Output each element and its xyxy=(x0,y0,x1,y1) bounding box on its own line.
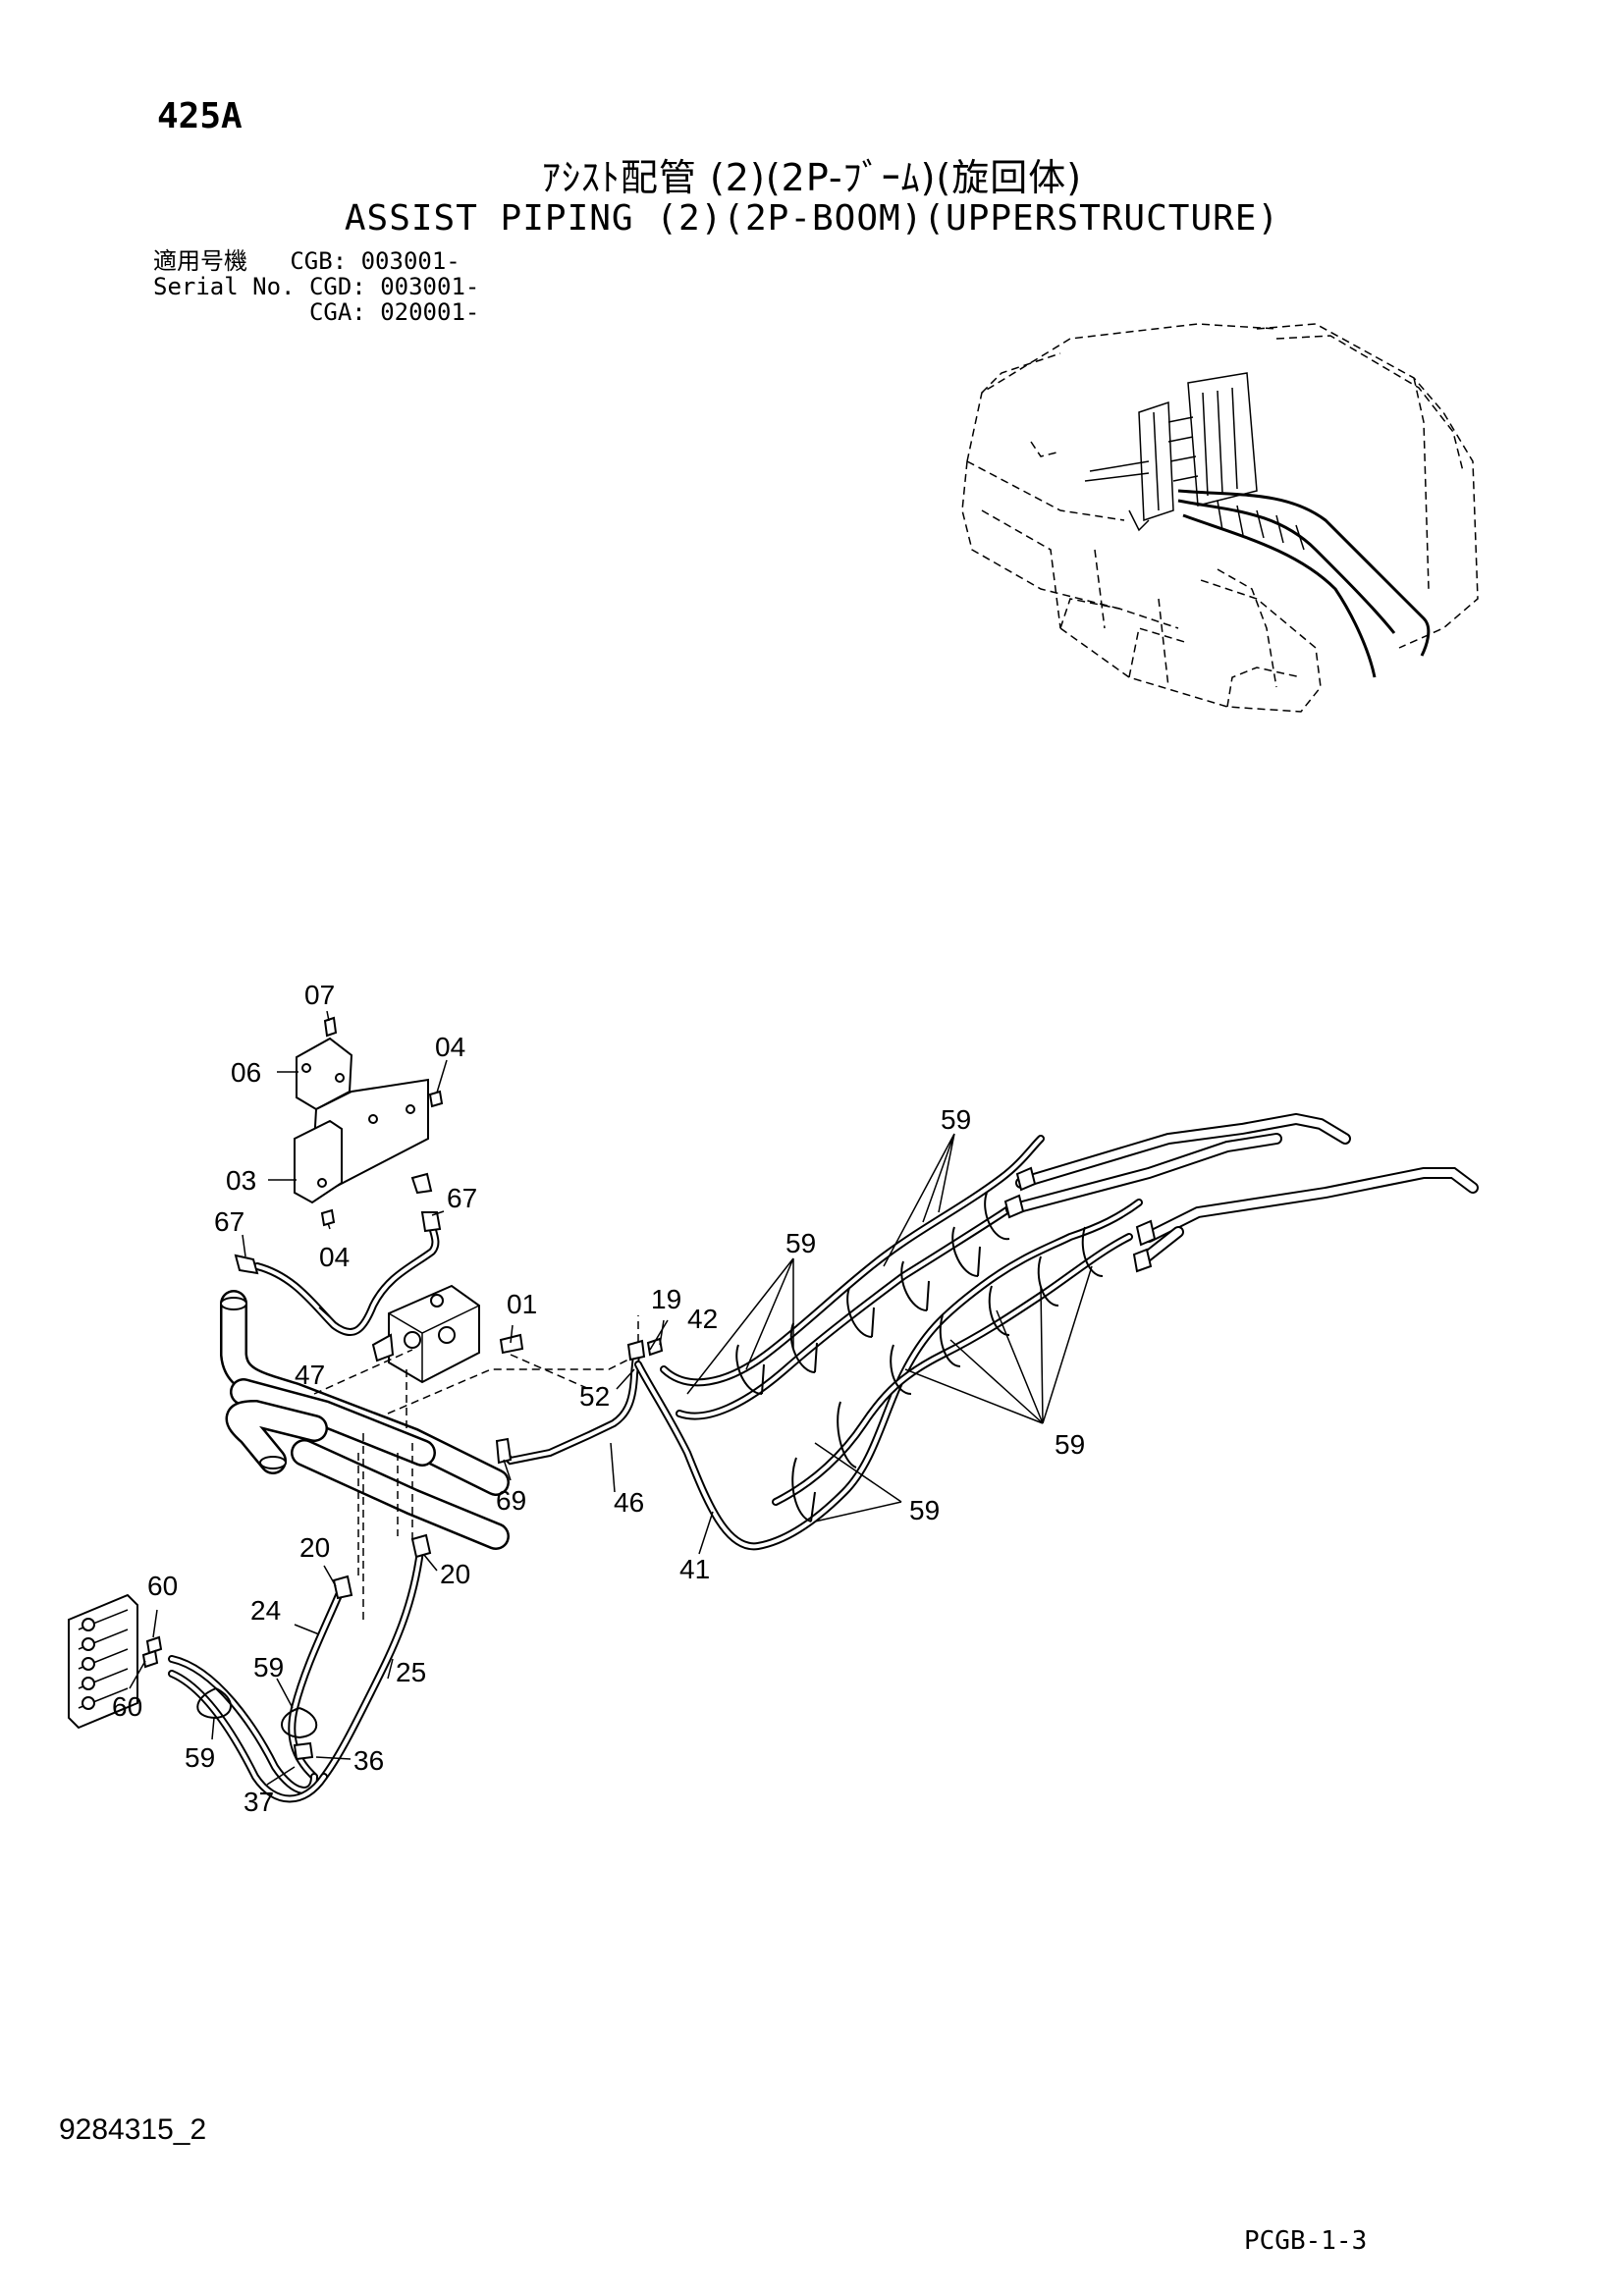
bracket-assembly xyxy=(294,1016,444,1227)
serial-row-1: 適用号機 CGB: 003001- xyxy=(153,248,479,274)
callout-24: 24 xyxy=(250,1595,281,1626)
page-code: 425A xyxy=(157,96,243,136)
serial-entry-cga: CGA: 020001- xyxy=(308,298,480,326)
steel-pipes xyxy=(1003,1112,1479,1273)
callout-59-upper-left: 59 xyxy=(785,1228,816,1258)
callout-06: 06 xyxy=(231,1057,261,1088)
callout-04-top: 04 xyxy=(435,1032,465,1062)
callout-59-upper-right: 59 xyxy=(941,1104,971,1135)
serial-applicability: 適用号機 CGB: 003001- Serial No. CGD: 003001… xyxy=(153,248,479,325)
serial-entry-cgd: CGD: 003001- xyxy=(308,273,480,300)
hose-47 xyxy=(234,1172,442,1337)
machine-overview-illustration xyxy=(961,323,1479,713)
callout-19: 19 xyxy=(651,1284,681,1314)
callout-25: 25 xyxy=(396,1657,426,1687)
callout-07: 07 xyxy=(304,980,335,1010)
title-japanese: ｱｼｽﾄ配管 (2)(2P-ﾌﾞｰﾑ)(旋回体) xyxy=(541,156,1083,199)
callout-04-bottom: 04 xyxy=(319,1242,350,1272)
hose-46 xyxy=(495,1337,664,1466)
callout-59-lower-right: 59 xyxy=(1055,1429,1085,1460)
callout-20-left: 20 xyxy=(299,1532,330,1563)
callout-labels: 07 06 04 03 67 67 04 01 19 42 52 47 69 4… xyxy=(112,980,1085,1817)
page-reference: PCGB-1-3 xyxy=(1244,2226,1368,2256)
upper-hose-run xyxy=(660,1135,1045,1420)
control-valve-01 xyxy=(371,1284,524,1384)
callout-59-lower-left-bottom: 59 xyxy=(185,1742,215,1773)
callout-03: 03 xyxy=(226,1165,256,1196)
serial-label-jp: 適用号機 xyxy=(153,247,247,275)
callout-60-bottom: 60 xyxy=(112,1691,142,1722)
callout-36: 36 xyxy=(353,1745,384,1776)
serial-label-en: Serial No. xyxy=(153,273,296,300)
callout-60-top: 60 xyxy=(147,1571,178,1601)
callout-67-right: 67 xyxy=(447,1183,477,1213)
callout-69: 69 xyxy=(496,1485,526,1516)
callout-47: 47 xyxy=(295,1360,325,1390)
callout-46: 46 xyxy=(614,1487,644,1518)
serial-row-3: CGA: 020001- xyxy=(153,299,479,325)
callout-01: 01 xyxy=(507,1289,537,1319)
serial-entry-cgb: CGB: 003001- xyxy=(290,247,460,275)
callout-67-left: 67 xyxy=(214,1206,244,1237)
callout-59-lower-middle: 59 xyxy=(909,1495,940,1525)
lower-hose-run xyxy=(772,1226,1133,1522)
callout-59-lower-left-top: 59 xyxy=(253,1652,284,1682)
title-english: ASSIST PIPING (2)(2P-BOOM)(UPPERSTRUCTUR… xyxy=(344,198,1280,239)
leader-lines xyxy=(129,1010,1093,1786)
lower-valve-group xyxy=(68,1443,432,1803)
document-number: 9284315_2 xyxy=(59,2113,207,2146)
callout-52: 52 xyxy=(579,1381,610,1412)
callout-20-right: 20 xyxy=(440,1559,470,1589)
callout-42: 42 xyxy=(687,1304,718,1334)
serial-row-2: Serial No. CGD: 003001- xyxy=(153,274,479,299)
hose-41 xyxy=(634,1199,1143,1551)
callout-41: 41 xyxy=(679,1554,710,1584)
callout-37: 37 xyxy=(244,1787,274,1817)
